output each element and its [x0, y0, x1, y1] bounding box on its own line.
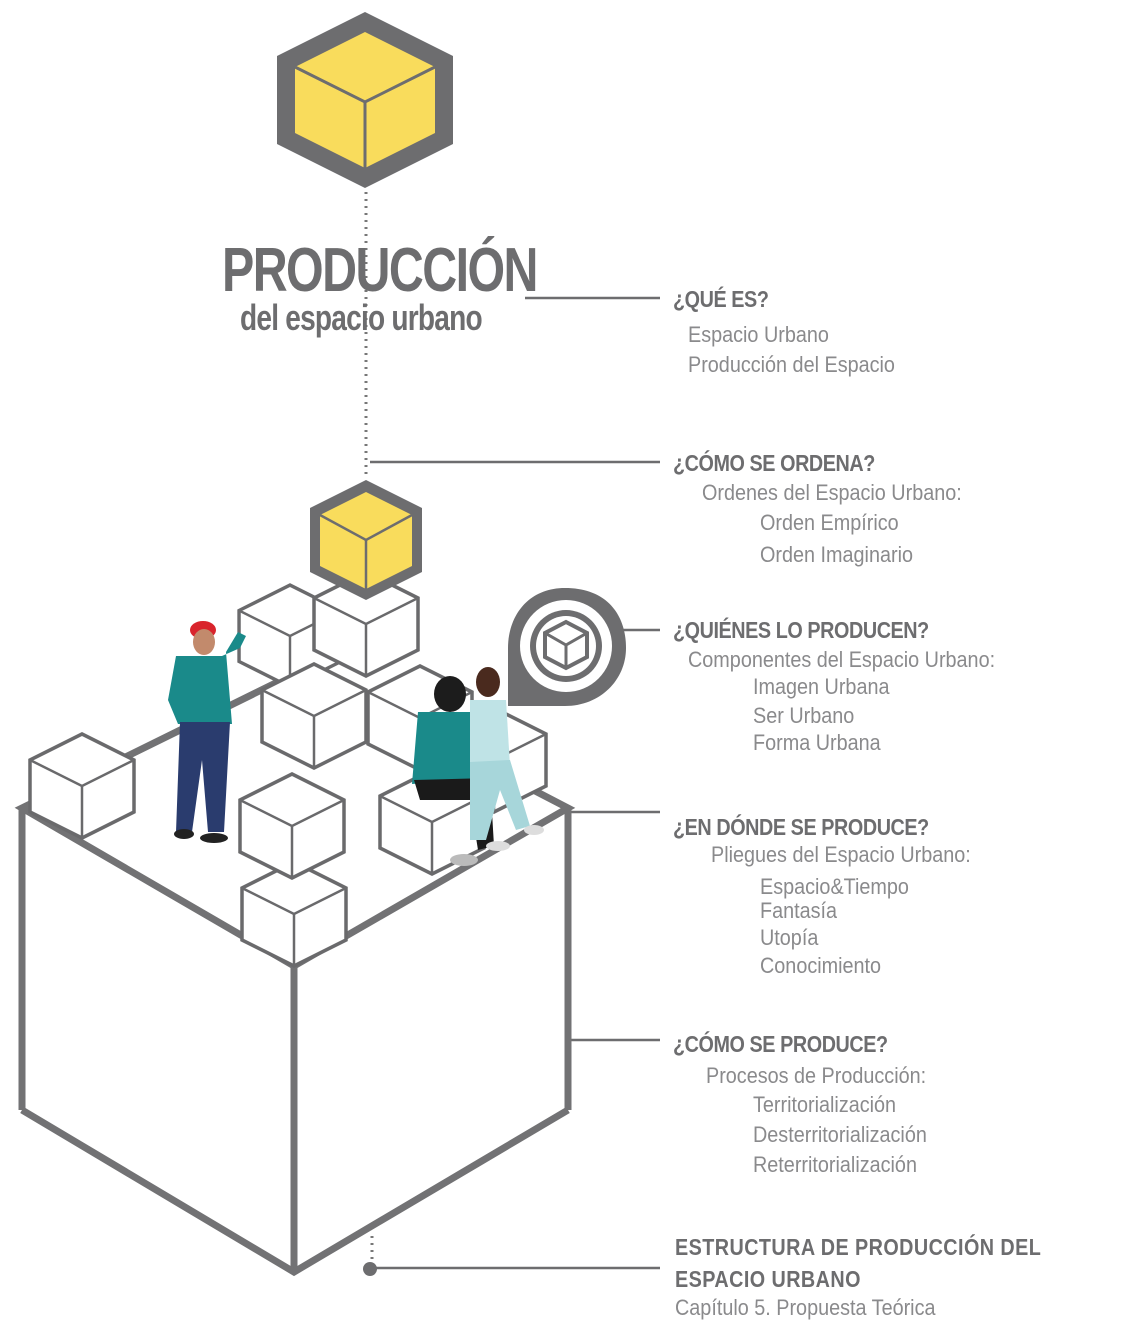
section-question-como-se-produce: ¿CÓMO SE PRODUCE?: [673, 1031, 888, 1057]
section-question-en-donde-se-produce: ¿EN DÓNDE SE PRODUCE?: [673, 814, 929, 840]
footer-caption: Capítulo 5. Propuesta Teórica: [675, 1295, 936, 1320]
section-question-quienes-lo-producen: ¿QUIÉNES LO PRODUCEN?: [673, 617, 929, 643]
section-line: Fantasía: [760, 898, 838, 923]
section-line: Reterritorialización: [753, 1152, 917, 1177]
section-question-como-se-ordena: ¿CÓMO SE ORDENA?: [673, 450, 875, 476]
people-sitting: [412, 667, 544, 866]
section-question-que-es: ¿QUÉ ES?: [673, 286, 769, 312]
person-standing: [168, 621, 246, 843]
section-line: Procesos de Producción:: [706, 1063, 927, 1088]
section-line: Conocimiento: [760, 953, 882, 978]
footer-title-line2: ESPACIO URBANO: [675, 1266, 861, 1292]
section-line: Orden Imaginario: [760, 542, 913, 567]
section-line: Producción del Espacio: [688, 352, 895, 377]
section-line: Espacio Urbano: [688, 322, 829, 347]
section-line: Desterritorialización: [753, 1122, 927, 1147]
location-pin-cube-icon: [508, 588, 626, 706]
diagram-title: PRODUCCIÓN: [222, 236, 538, 305]
section-line: Forma Urbana: [753, 730, 881, 755]
section-line: Espacio&Tiempo: [760, 874, 909, 899]
section-line: Pliegues del Espacio Urbano:: [711, 842, 971, 867]
diagram-subtitle: del espacio urbano: [240, 297, 483, 338]
connector-lines: [370, 296, 660, 1270]
section-line: Ordenes del Espacio Urbano:: [702, 480, 962, 505]
section-line: Ser Urbano: [753, 703, 855, 728]
section-line: Territorialización: [753, 1092, 897, 1117]
yellow-stack-cube-icon: [310, 480, 422, 600]
section-line: Utopía: [760, 925, 819, 950]
section-line: Imagen Urbana: [753, 674, 890, 699]
footer-title-line1: ESTRUCTURA DE PRODUCCIÓN DEL: [675, 1234, 1042, 1260]
top-cube-icon: [277, 12, 453, 188]
section-line: Componentes del Espacio Urbano:: [688, 647, 996, 672]
section-line: Orden Empírico: [760, 510, 899, 535]
bottom-node-dot: [363, 1262, 377, 1276]
